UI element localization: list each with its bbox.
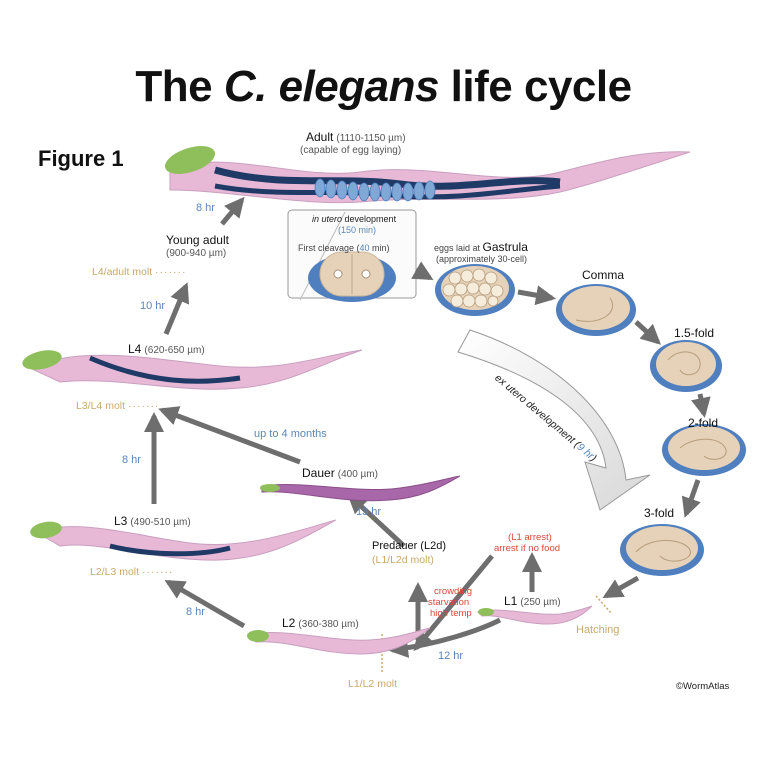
l1-arrest-label: (L1 arrest) — [508, 532, 552, 543]
three-fold-label: 3-fold — [644, 506, 675, 520]
arrest-if-no-food-label: arrest if no food — [494, 543, 561, 554]
time-dauer-to-l4: up to 4 months — [254, 428, 327, 440]
time-l3-to-l4: 8 hr — [122, 454, 141, 466]
eggs-laid-label: eggs laid at Gastrula — [434, 240, 528, 254]
adult-label: Adult (1110-1150 µm) — [306, 130, 406, 144]
l3-size: (490-510 µm) — [130, 517, 191, 528]
l2-size: (360-380 µm) — [298, 619, 359, 630]
time-predauer-to-dauer: 13 hr — [356, 506, 382, 518]
time-young-adult-to-adult: 8 hr — [196, 202, 215, 214]
in-utero-rest: development — [342, 214, 397, 224]
dauer-name: Dauer — [302, 466, 335, 480]
one-point-five-fold-label: 1.5-fold — [674, 326, 715, 340]
l3-l4-molt-label: L3/L4 molt ······· — [76, 400, 160, 412]
l2-name: L2 — [282, 616, 296, 630]
l4-adult-molt-label: L4/adult molt ······· — [92, 266, 187, 278]
l2-l3-molt-text: L2/L3 molt — [90, 566, 140, 578]
gastrula-note: (approximately 30-cell) — [436, 254, 528, 264]
cleavage-time: 40 — [359, 243, 370, 253]
l1-name: L1 — [504, 594, 518, 608]
l2-l3-molt-label: L2/L3 molt ······· — [90, 566, 174, 578]
ex-utero-arrow — [457, 329, 651, 511]
adult-size: (1110-1150 µm) — [336, 133, 406, 144]
l2-worm — [246, 627, 431, 655]
in-utero-italic: in utero — [312, 214, 343, 224]
l4-name: L4 — [128, 342, 142, 356]
title-text-pre: The — [135, 62, 224, 111]
l1-worm — [477, 605, 593, 625]
l1-l2-molt-label: L1/L2 molt — [348, 678, 398, 690]
cleavage-text: First cleavage ( — [298, 243, 360, 253]
l3-name: L3 — [114, 514, 128, 528]
adult-eggs — [314, 178, 436, 202]
title-text-post: life cycle — [438, 62, 632, 111]
l1-size: (250 µm) — [520, 597, 561, 608]
condition-crowding: crowding — [434, 586, 473, 597]
l4-label: L4 (620-650 µm) — [128, 342, 205, 356]
condition-starvation: starvation — [428, 597, 470, 608]
eggs-laid-prefix: eggs laid at — [434, 243, 483, 253]
dauer-size: (400 µm) — [337, 469, 378, 480]
wormatlas-credit: ©WormAtlas — [676, 681, 730, 692]
l3-l4-molt-text: L3/L4 molt — [76, 400, 126, 412]
gastrula-name: Gastrula — [482, 240, 528, 254]
l4-adult-molt-text: L4/adult molt — [92, 266, 153, 278]
adult-worm — [164, 146, 691, 204]
l3-worm — [30, 519, 337, 561]
comma-label: Comma — [582, 268, 625, 282]
hatching-label: Hatching — [576, 624, 620, 636]
dauer-worm — [260, 475, 461, 502]
dauer-label: Dauer (400 µm) — [302, 466, 378, 480]
young-adult-name: Young adult — [166, 233, 229, 247]
l2-label: L2 (360-380 µm) — [282, 616, 359, 630]
adult-note: (capable of egg laying) — [300, 145, 402, 156]
young-adult-size: (900-940 µm) — [166, 248, 227, 259]
time-l2-to-l3: 8 hr — [186, 606, 205, 618]
l3-label: L3 (490-510 µm) — [114, 514, 191, 528]
figure-label: Figure 1 — [38, 146, 124, 171]
l4-size: (620-650 µm) — [144, 345, 205, 356]
adult-name: Adult — [306, 130, 334, 144]
two-fold-label: 2-fold — [688, 416, 719, 430]
l1-label: L1 (250 µm) — [504, 594, 561, 608]
time-l4-to-young-adult: 10 hr — [140, 300, 166, 312]
first-cleavage-label: First cleavage (40 min) — [298, 243, 390, 253]
time-l1-to-l2: 12 hr — [438, 650, 464, 662]
l1-l2d-molt-label: (L1/L2d molt) — [372, 554, 434, 566]
l4-worm — [22, 349, 363, 390]
cleavage-unit: min) — [369, 243, 390, 253]
in-utero-duration: (150 min) — [338, 225, 377, 235]
in-utero-title: in utero development — [312, 214, 396, 224]
title-text-italic: C. elegans — [223, 62, 440, 111]
condition-high-temp: high temp — [430, 608, 472, 619]
page-title: The C. elegans life cycle — [0, 62, 767, 112]
predauer-name: Predauer (L2d) — [372, 540, 446, 552]
